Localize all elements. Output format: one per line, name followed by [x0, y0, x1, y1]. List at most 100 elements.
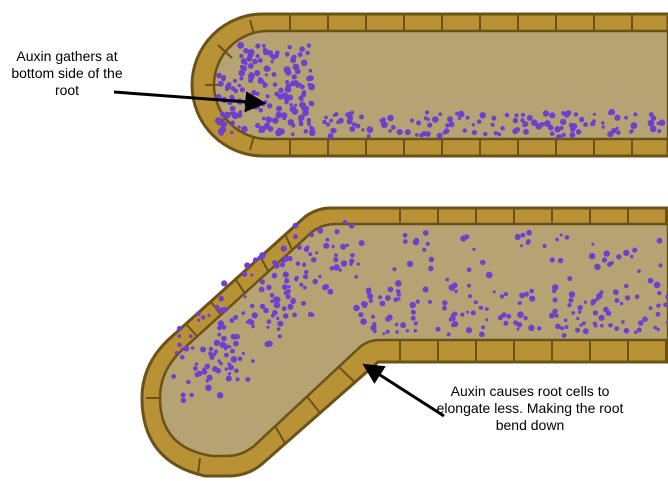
auxin-dot	[656, 237, 663, 244]
auxin-dot	[281, 260, 286, 264]
auxin-dot	[381, 121, 388, 129]
auxin-dot	[286, 289, 291, 294]
auxin-dot	[503, 320, 509, 326]
auxin-dot	[291, 123, 296, 128]
auxin-dot	[350, 110, 354, 115]
auxin-dot	[195, 311, 201, 317]
auxin-dot	[272, 82, 278, 87]
top-annotation-label: Auxin gathers at bottom side of the root	[0, 48, 134, 99]
auxin-dot	[257, 77, 264, 84]
auxin-dot	[547, 124, 554, 131]
auxin-dot	[271, 272, 278, 279]
auxin-dot	[289, 103, 293, 107]
auxin-dot	[240, 65, 247, 72]
auxin-dot	[277, 334, 282, 339]
auxin-dot	[243, 48, 249, 54]
auxin-dot	[650, 115, 657, 121]
auxin-dot	[219, 361, 223, 366]
auxin-dot	[544, 120, 551, 127]
auxin-dot	[230, 348, 235, 354]
auxin-dot	[251, 359, 255, 363]
auxin-dot	[331, 244, 335, 249]
auxin-dot	[567, 276, 573, 282]
auxin-dot	[514, 113, 519, 118]
auxin-dot	[240, 58, 247, 65]
auxin-dot	[616, 130, 621, 135]
auxin-dot	[325, 237, 330, 242]
auxin-dot	[497, 132, 502, 137]
auxin-dot	[303, 129, 309, 134]
auxin-dot	[214, 304, 220, 310]
top-annotation-line-2: bottom side of the	[11, 65, 123, 81]
auxin-dot	[302, 274, 309, 280]
auxin-dot	[412, 238, 420, 246]
auxin-dot	[270, 60, 274, 64]
auxin-dot	[300, 59, 308, 67]
auxin-dot	[345, 243, 349, 247]
auxin-dot	[406, 260, 414, 268]
auxin-dot	[221, 306, 228, 313]
auxin-dot	[612, 289, 619, 295]
auxin-dot	[404, 129, 411, 136]
auxin-dot	[601, 125, 605, 129]
auxin-dot	[428, 256, 435, 263]
auxin-dot	[224, 352, 229, 358]
bottom-annotation-arrow	[362, 363, 445, 418]
auxin-dot	[425, 241, 430, 246]
auxin-dot	[367, 126, 372, 131]
auxin-dot	[287, 45, 292, 50]
auxin-dot	[309, 126, 315, 132]
auxin-dot	[282, 284, 288, 290]
auxin-dot	[402, 232, 408, 238]
auxin-dot	[287, 285, 291, 289]
cell-wall-segment	[197, 457, 201, 475]
auxin-dot	[258, 108, 263, 113]
auxin-dot	[657, 129, 662, 133]
auxin-dot	[243, 295, 247, 299]
auxin-dot	[346, 118, 353, 125]
auxin-dot	[255, 54, 260, 59]
auxin-dot	[560, 326, 565, 331]
auxin-dot	[208, 351, 213, 357]
auxin-dot	[277, 320, 284, 327]
auxin-dot	[227, 372, 232, 376]
auxin-dot	[291, 108, 299, 115]
auxin-dot	[415, 299, 420, 304]
auxin-dot	[224, 111, 231, 119]
auxin-dot	[248, 77, 254, 83]
auxin-dot	[529, 295, 536, 302]
auxin-dot	[276, 105, 282, 112]
auxin-dot	[301, 300, 307, 306]
auxin-dot	[526, 239, 531, 243]
auxin-dot	[298, 120, 304, 125]
auxin-dot	[522, 121, 529, 127]
auxin-dot	[323, 242, 330, 249]
horizontal-root-auxin-dots	[214, 41, 666, 140]
auxin-dot	[619, 301, 624, 306]
auxin-dot	[266, 284, 272, 291]
auxin-dot	[334, 253, 338, 257]
auxin-dot	[582, 328, 589, 335]
auxin-dot	[265, 94, 270, 99]
bottom-annotation-line-3: bend down	[495, 417, 565, 433]
auxin-dot	[462, 128, 467, 133]
auxin-dot	[658, 263, 663, 268]
auxin-dot	[174, 351, 179, 355]
auxin-dot	[233, 314, 239, 320]
auxin-dot	[451, 322, 456, 328]
auxin-dot	[266, 319, 272, 325]
auxin-dot	[235, 377, 240, 382]
auxin-dot	[224, 367, 228, 371]
auxin-dot	[261, 43, 266, 48]
auxin-dot	[291, 132, 295, 136]
auxin-dot	[280, 245, 287, 252]
auxin-dot	[432, 116, 439, 123]
auxin-dot	[177, 342, 182, 348]
cell-wall-segment	[217, 44, 233, 59]
auxin-dot	[219, 341, 226, 348]
auxin-dot	[315, 251, 319, 255]
auxin-dot	[338, 117, 344, 124]
auxin-dot	[229, 318, 235, 323]
auxin-dot	[281, 92, 288, 99]
